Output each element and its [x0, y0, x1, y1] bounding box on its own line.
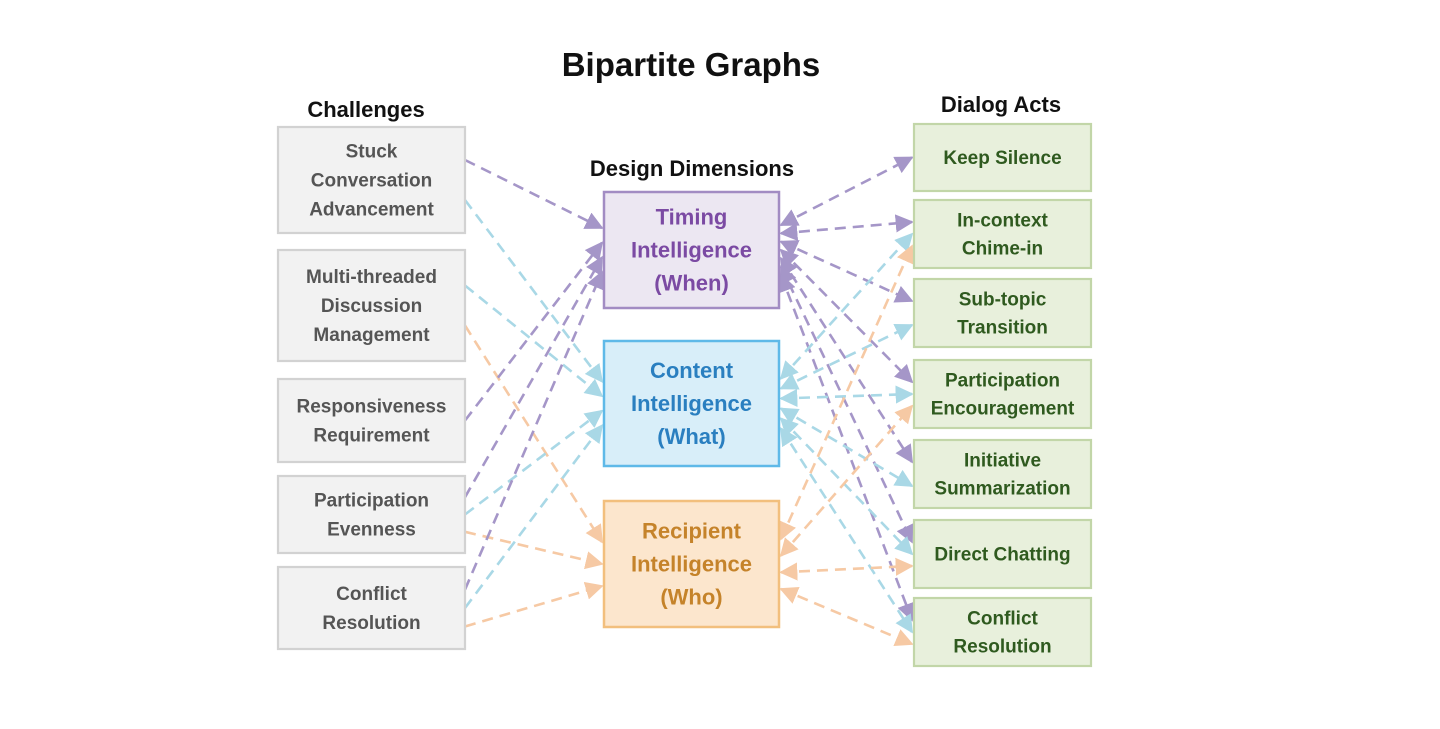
edge-content-to-resolution — [779, 426, 914, 634]
nodes-layer: StuckConversationAdvancementMulti-thread… — [276, 122, 1093, 668]
act-box-label: Transition — [957, 318, 1048, 339]
challenge-box-label: Multi-threaded — [306, 267, 437, 288]
edge-content-to-direct — [779, 417, 914, 556]
edge-conflict-to-content — [463, 424, 604, 609]
dimension-box-label: Content — [650, 358, 734, 383]
challenge-box-label: Evenness — [327, 520, 416, 541]
act-box-label: Direct Chatting — [934, 545, 1070, 566]
dimension-box-label: Intelligence — [631, 552, 752, 577]
challenge-box-label: Participation — [314, 491, 429, 512]
challenge-box-label: Conflict — [336, 584, 407, 605]
act-box-bg — [912, 596, 1093, 668]
diagram-title: Bipartite Graphs — [562, 46, 821, 83]
edge-conflict-to-timing — [463, 270, 604, 591]
dimension-box-label: Intelligence — [631, 391, 752, 416]
challenge-box-label: Responsiveness — [297, 397, 447, 418]
edge-stuck-to-content — [463, 199, 604, 383]
edges-layer — [463, 156, 915, 647]
challenge-box-label: Conversation — [311, 171, 432, 192]
challenge-box-label: Resolution — [322, 613, 420, 634]
act-box-bg — [912, 198, 1093, 270]
dimension-box-label: Timing — [656, 205, 728, 230]
act-box-direct: Direct Chatting — [912, 518, 1093, 590]
challenge-box-label: Advancement — [309, 200, 434, 221]
challenge-box-label: Requirement — [313, 426, 430, 447]
edge-multi-to-content — [464, 284, 604, 398]
edge-timing-to-silence — [779, 156, 914, 227]
dialog-acts-heading: Dialog Acts — [941, 92, 1061, 117]
act-box-label: Sub-topic — [959, 290, 1047, 311]
act-box-bg — [912, 518, 1093, 590]
edge-content-to-subtopic — [779, 323, 914, 390]
act-box-bg — [912, 122, 1093, 193]
dimension-box-label: Recipient — [642, 519, 742, 544]
challenge-box-bg — [276, 474, 467, 555]
act-box-label: Summarization — [934, 479, 1070, 500]
edge-recipient-to-direct — [779, 557, 914, 581]
challenge-box-label: Discussion — [321, 296, 422, 317]
challenges-heading: Challenges — [307, 97, 424, 122]
dimension-box-bg — [602, 499, 781, 629]
edge-conflict-to-recipient — [464, 581, 604, 628]
act-box-label: In-context — [957, 211, 1048, 232]
act-box-label: Keep Silence — [943, 148, 1061, 169]
challenge-box-bg — [276, 248, 467, 363]
act-box-bg — [912, 277, 1093, 349]
act-box-bg — [912, 438, 1093, 510]
edge-resp-to-timing — [463, 241, 604, 422]
act-box-label: Conflict — [967, 609, 1038, 630]
dimension-box-label: (What) — [657, 424, 725, 449]
edge-even-to-recipient — [464, 530, 604, 570]
dimension-box-label: (When) — [654, 271, 729, 296]
edge-stuck-to-timing — [464, 158, 604, 230]
act-box-label: Initiative — [964, 451, 1041, 472]
edge-timing-to-encourage — [779, 248, 914, 384]
edge-timing-to-chime — [779, 214, 914, 241]
challenge-box-bg — [276, 377, 467, 464]
dimension-box-bg — [602, 190, 781, 310]
edge-content-to-summary — [779, 407, 914, 488]
dimension-box-bg — [602, 339, 781, 468]
challenge-box-bg — [276, 125, 467, 235]
challenge-box-label: Stuck — [346, 142, 398, 163]
edge-recipient-to-resolution — [779, 586, 914, 647]
challenge-box-bg — [276, 565, 467, 651]
act-box-bg — [912, 358, 1093, 430]
edge-recipient-to-encourage — [779, 404, 914, 558]
act-box-label: Participation — [945, 371, 1060, 392]
act-box-label: Resolution — [953, 637, 1051, 658]
dimension-box-label: Intelligence — [631, 238, 752, 263]
edge-even-to-timing — [463, 255, 604, 498]
edge-content-to-encourage — [779, 385, 914, 408]
act-box-label: Encouragement — [931, 399, 1075, 420]
edge-even-to-content — [464, 409, 604, 516]
challenge-box-label: Management — [313, 325, 430, 346]
design-dimensions-heading: Design Dimensions — [590, 156, 794, 181]
act-box-label: Chime-in — [962, 239, 1043, 260]
act-box-silence: Keep Silence — [912, 122, 1093, 193]
dimension-box-label: (Who) — [660, 585, 722, 610]
